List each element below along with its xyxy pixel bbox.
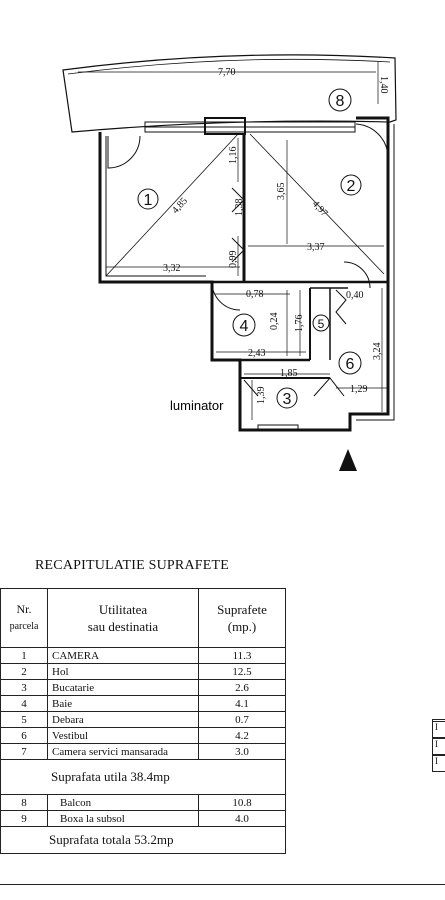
grand-total: Suprafata totala 53.2mp bbox=[0, 826, 286, 854]
page-bottom-rule bbox=[0, 884, 445, 885]
dimension-label: 3,32 bbox=[163, 263, 181, 274]
dimension-label: 0,99 bbox=[228, 251, 239, 269]
dimension-label: 4,85 bbox=[170, 196, 190, 216]
cropped-table-fragment: I I I bbox=[432, 719, 445, 772]
dimension-label: 7,70 bbox=[218, 67, 236, 78]
dimension-label: 1,40 bbox=[378, 76, 389, 94]
dimension-label: 3,24 bbox=[372, 343, 383, 361]
luminator-label: luminator bbox=[170, 398, 224, 413]
room-label: 3 bbox=[283, 391, 292, 408]
dimension-label: 1,76 bbox=[294, 315, 305, 333]
north-arrow bbox=[339, 449, 357, 471]
dimension-label: 0,40 bbox=[346, 290, 364, 301]
room-label: 5 bbox=[318, 317, 325, 331]
room-label: 6 bbox=[346, 356, 355, 373]
outer-wall bbox=[98, 116, 390, 432]
dimension-label: 1,38 bbox=[234, 199, 245, 217]
total-row: Suprafata totala 53.2mp bbox=[0, 826, 286, 854]
room-label: 8 bbox=[336, 93, 345, 110]
dimension-label: 2,43 bbox=[248, 348, 266, 359]
header-nr: Nr.parcela bbox=[0, 588, 48, 648]
dimension-label: 3,65 bbox=[276, 183, 287, 201]
recap-title: RECAPITULATIE SUPRAFETE bbox=[35, 558, 229, 573]
room-label: 2 bbox=[347, 178, 356, 195]
util-total: Suprafata utila 38.4mp bbox=[0, 759, 286, 795]
dimension-label: 3,37 bbox=[307, 242, 325, 253]
util-row: Suprafata utila 38.4mp bbox=[0, 759, 286, 795]
dimension-label: 1,16 bbox=[228, 147, 239, 165]
room-label: 4 bbox=[240, 318, 249, 335]
dimension-label: 0,78 bbox=[246, 289, 264, 300]
dimension-label: 4,97 bbox=[310, 199, 330, 219]
floor-plan: 1 2 3 4 5 6 8 7,70 1,40 4,85 3,32 4,97 3… bbox=[62, 54, 397, 471]
room-label: 1 bbox=[144, 192, 153, 209]
dimension-label: 1,39 bbox=[256, 387, 267, 405]
dimension-label: 0,24 bbox=[269, 313, 280, 331]
header-area: Suprafete(mp.) bbox=[198, 588, 286, 648]
dimension-label: 1,85 bbox=[280, 368, 298, 379]
dimension-label: 1,29 bbox=[350, 384, 368, 395]
balcony-outline bbox=[62, 54, 397, 133]
